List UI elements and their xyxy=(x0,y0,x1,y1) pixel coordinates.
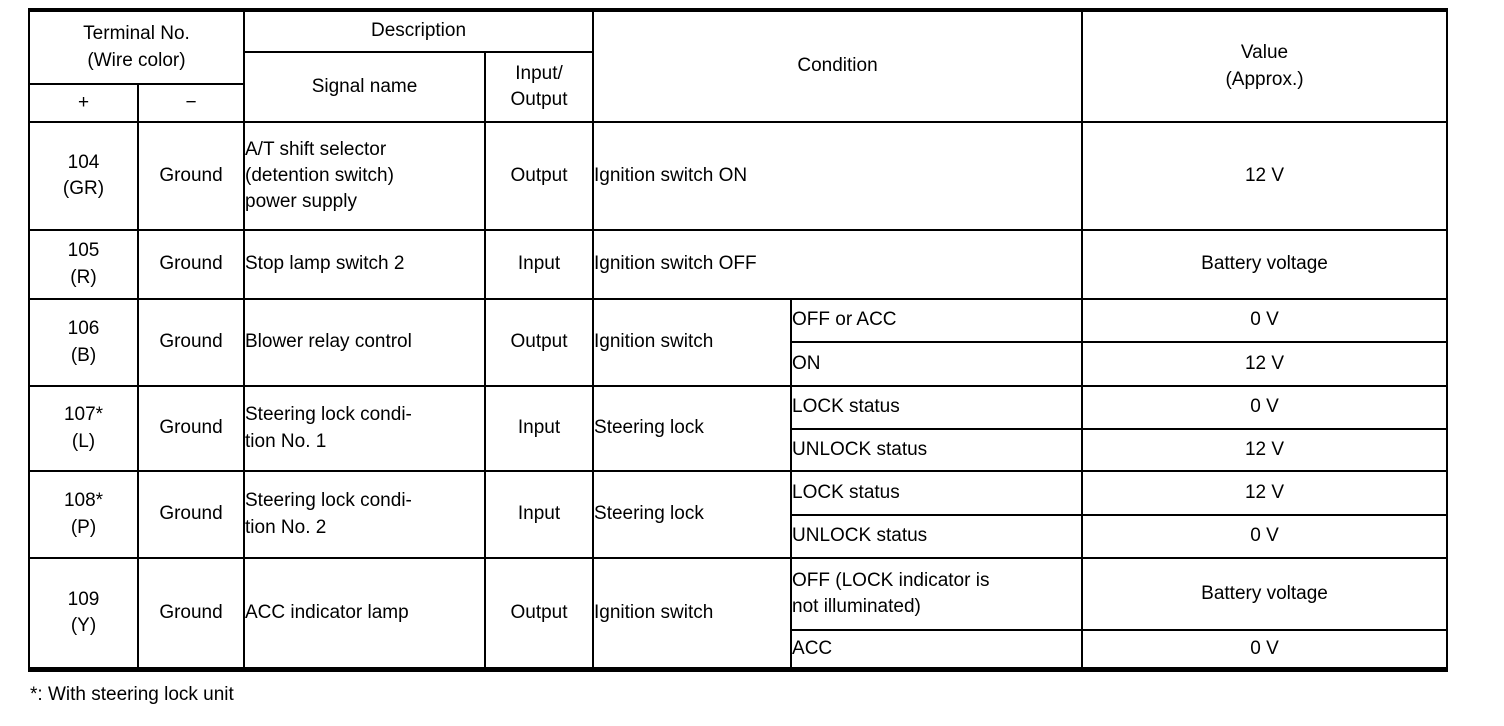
footnote: *: With steering lock unit xyxy=(30,683,234,705)
sub-condition-cell: OFF (LOCK indicator is not illuminated) xyxy=(790,557,1084,631)
sub-condition-cell: ACC xyxy=(790,629,1084,670)
header-plus: + xyxy=(28,83,139,123)
value-cell: Battery voltage xyxy=(1081,557,1449,631)
table-row-109-sub: ACC 0 V xyxy=(29,629,1449,670)
signal-name-cell: Steering lock condi- tion No. 2 xyxy=(243,470,486,559)
condition-cell: Ignition switch ON xyxy=(592,121,1084,231)
signal-name-cell: Blower relay control xyxy=(243,298,486,387)
input-output-cell: Output xyxy=(483,557,595,670)
condition-main-cell: Ignition switch xyxy=(592,298,793,387)
terminal-cell: 104 (GR) xyxy=(28,121,139,231)
table-row-106: 106 (B) Ground Blower relay control Outp… xyxy=(28,298,1449,387)
ground-cell: Ground xyxy=(137,470,245,559)
table-row-109: 109 (Y) Ground ACC indicator lamp Output… xyxy=(28,557,1449,670)
header-value: Value (Approx.) xyxy=(1081,9,1449,123)
value-cell: Battery voltage xyxy=(1081,229,1449,300)
value-cell: 0 V xyxy=(1081,298,1449,343)
sub-condition-cell: LOCK status xyxy=(790,385,1084,430)
condition-main-cell: Steering lock xyxy=(592,385,793,472)
terminal-cell: 106 (B) xyxy=(28,298,139,387)
signal-name-cell: ACC indicator lamp xyxy=(243,557,486,670)
header-signal-name: Signal name xyxy=(243,51,486,123)
header-minus: − xyxy=(137,83,245,123)
value-cell: 12 V xyxy=(1081,121,1449,231)
signal-name-cell: A/T shift selector (detention switch) po… xyxy=(243,121,486,231)
input-output-cell: Input xyxy=(483,229,595,300)
table-row-107: 107* (L) Ground Steering lock condi- tio… xyxy=(28,385,1449,472)
table-row-105: 105 (R) Ground Stop lamp switch 2 Input … xyxy=(28,229,1449,300)
ground-cell: Ground xyxy=(137,229,245,300)
header-terminal-no: Terminal No. (Wire color) xyxy=(28,9,245,85)
terminal-spec-table: Terminal No. (Wire color) Description Co… xyxy=(28,8,1449,672)
condition-main-cell: Steering lock xyxy=(592,470,793,559)
terminal-cell: 105 (R) xyxy=(28,229,139,300)
terminal-cell: 107* (L) xyxy=(28,385,139,472)
header-condition: Condition xyxy=(592,9,1084,123)
sub-condition-cell: LOCK status xyxy=(790,470,1084,516)
signal-name-cell: Steering lock condi- tion No. 1 xyxy=(243,385,486,472)
terminal-cell: 108* (P) xyxy=(28,470,139,559)
value-cell: 0 V xyxy=(1081,385,1449,430)
signal-name-cell: Stop lamp switch 2 xyxy=(243,229,486,300)
input-output-cell: Input xyxy=(483,385,595,472)
input-output-cell: Output xyxy=(483,121,595,231)
value-cell: 12 V xyxy=(1081,470,1449,516)
table-row-108-sub: UNLOCK status 0 V xyxy=(29,514,1449,559)
table-row-108: 108* (P) Ground Steering lock condi- tio… xyxy=(28,470,1449,559)
header-description: Description xyxy=(242,9,595,53)
condition-cell: Ignition switch OFF xyxy=(592,229,1084,300)
ground-cell: Ground xyxy=(137,557,245,670)
table-row-107-sub: UNLOCK status 12 V xyxy=(29,428,1449,472)
sub-condition-cell: ON xyxy=(790,341,1084,387)
value-cell: 12 V xyxy=(1081,428,1449,472)
condition-main-cell: Ignition switch xyxy=(592,557,793,670)
table-row-106-sub: ON 12 V xyxy=(29,341,1449,387)
header-input-output: Input/ Output xyxy=(483,51,595,123)
value-cell: 0 V xyxy=(1081,629,1449,670)
sub-condition-cell: OFF or ACC xyxy=(790,298,1084,343)
value-cell: 0 V xyxy=(1081,514,1449,559)
ground-cell: Ground xyxy=(137,121,245,231)
ground-cell: Ground xyxy=(137,385,245,472)
ground-cell: Ground xyxy=(137,298,245,387)
value-cell: 12 V xyxy=(1081,341,1449,387)
terminal-cell: 109 (Y) xyxy=(28,557,139,670)
input-output-cell: Output xyxy=(483,298,595,387)
table-row-104: 104 (GR) Ground A/T shift selector (dete… xyxy=(28,121,1449,231)
sub-condition-cell: UNLOCK status xyxy=(790,514,1084,559)
sub-condition-cell: UNLOCK status xyxy=(790,428,1084,472)
input-output-cell: Input xyxy=(483,470,595,559)
